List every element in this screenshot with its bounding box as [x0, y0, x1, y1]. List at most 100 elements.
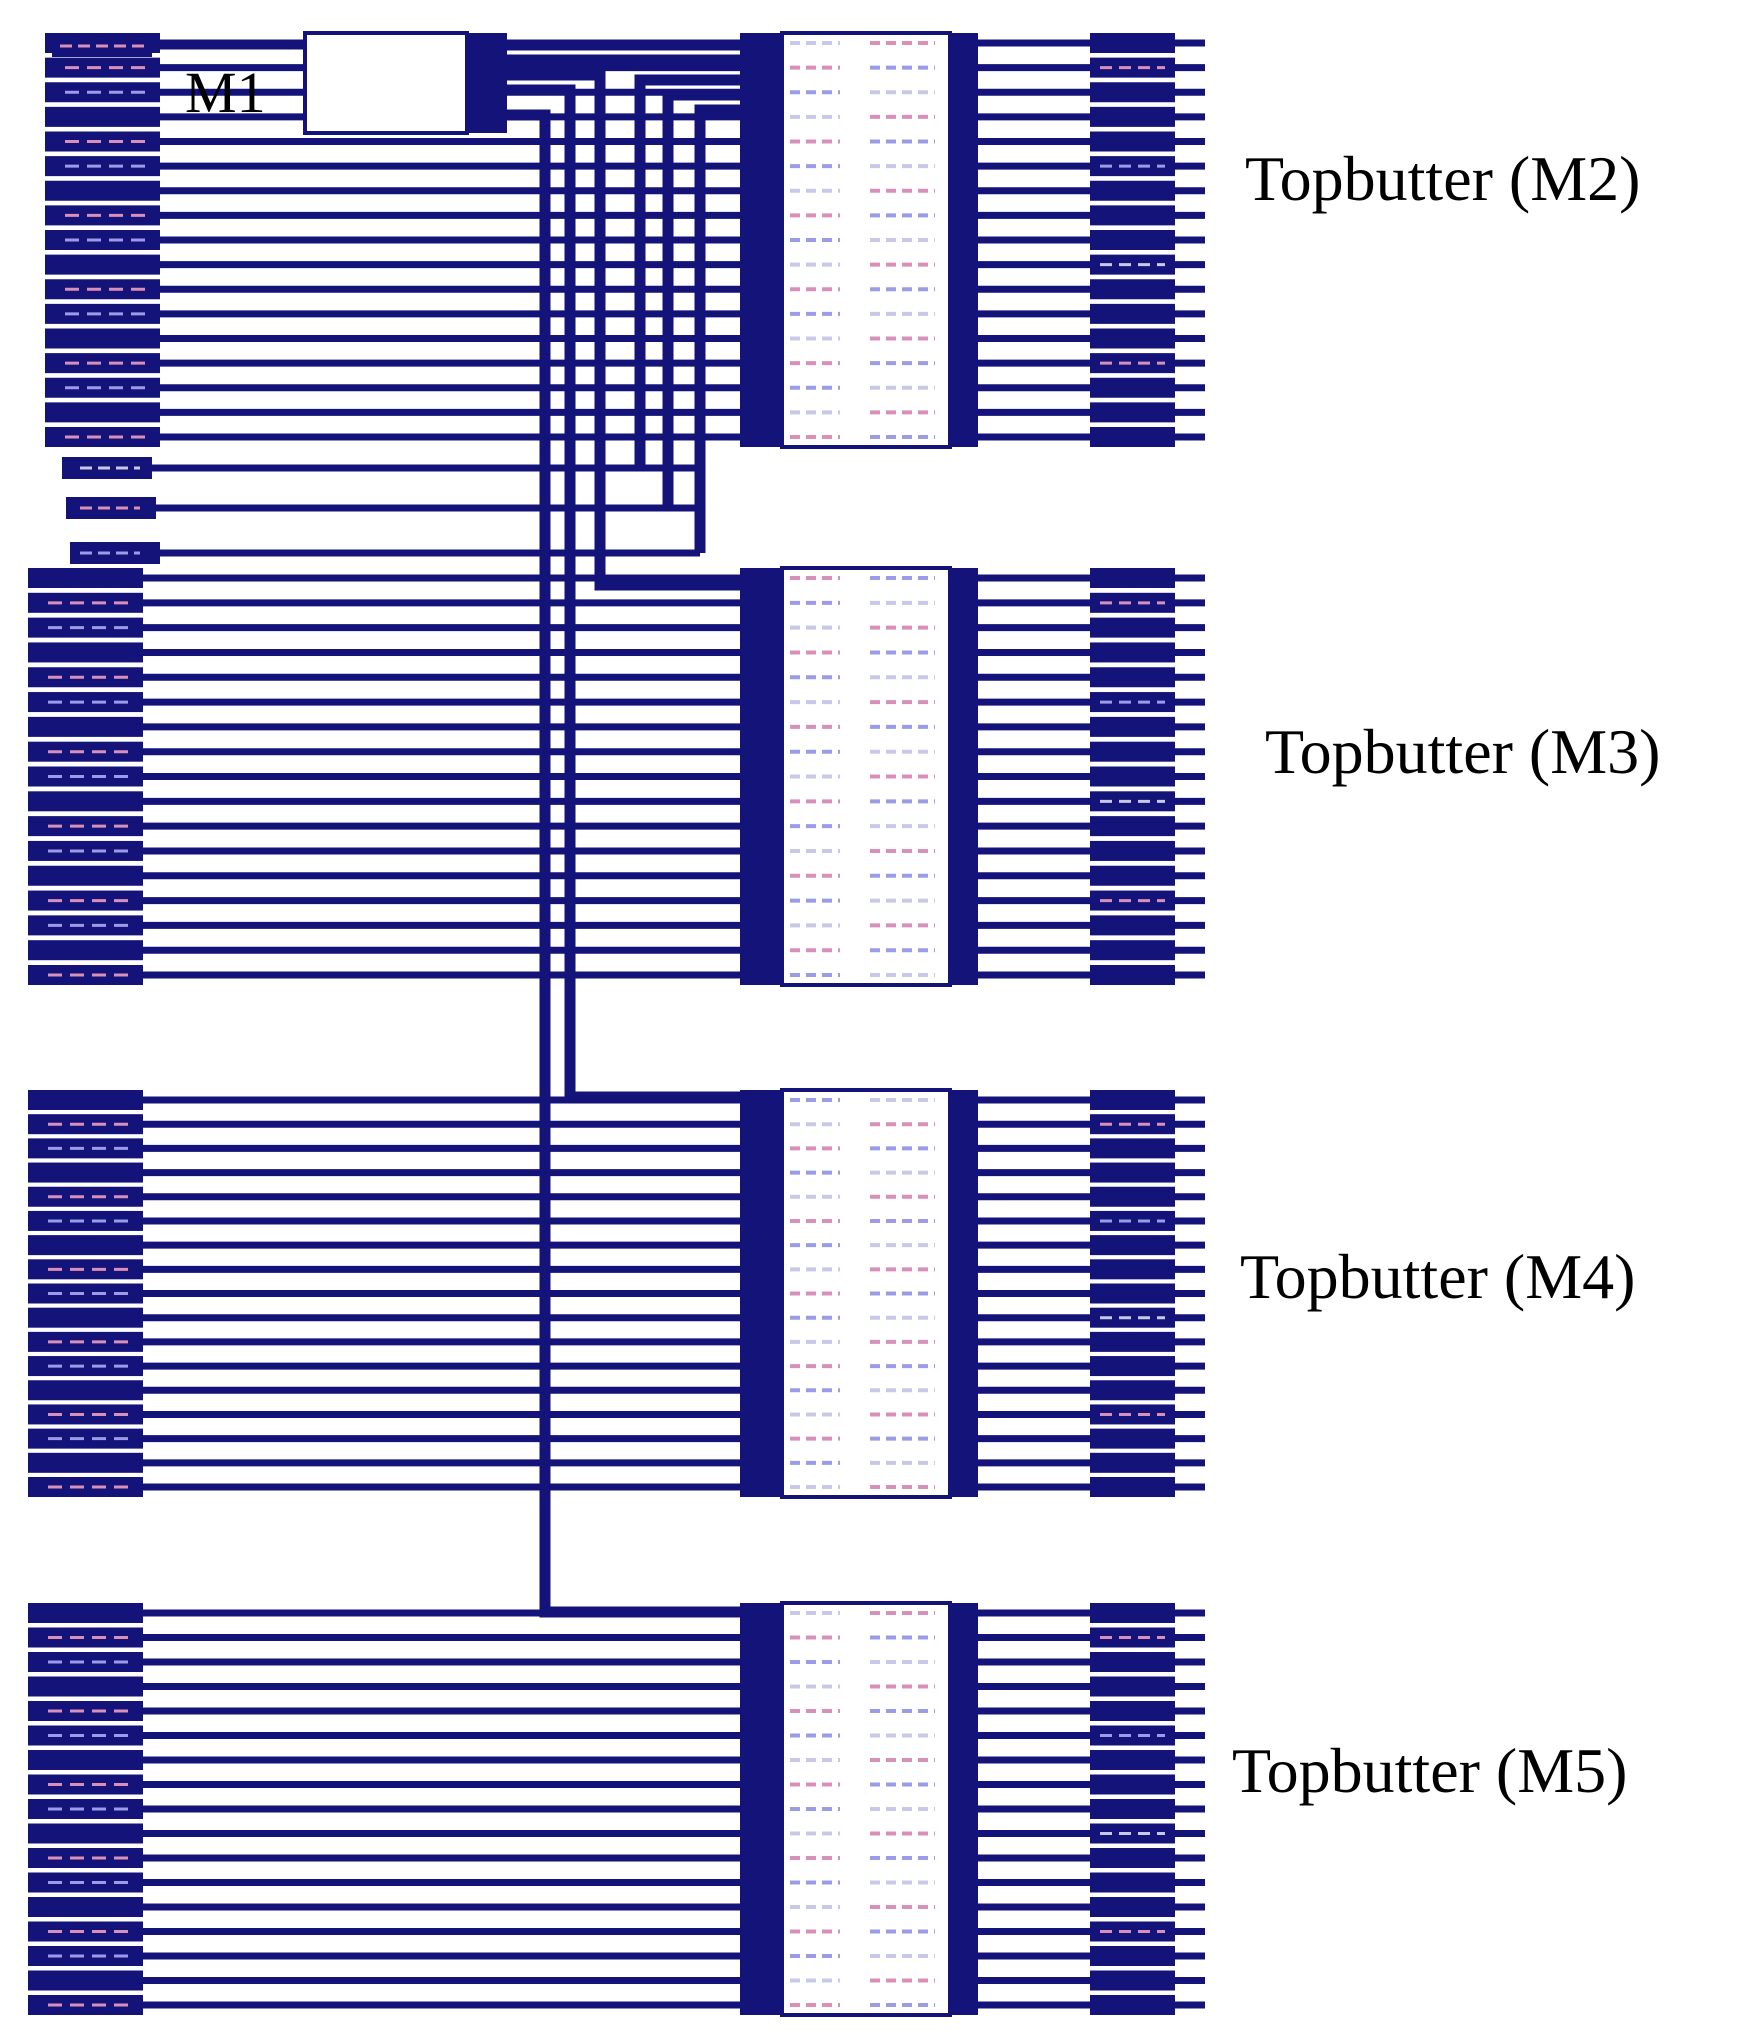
- m2-right-pin-pad: [1090, 82, 1175, 103]
- m5-left-pin-pad: [28, 1701, 143, 1721]
- m4-left-pin-pad: [28, 1162, 143, 1183]
- m4-left-pin-pad: [28, 1404, 143, 1425]
- stub-pin-pad: [66, 497, 156, 519]
- m5-right-pin-pad: [1090, 1897, 1175, 1917]
- m4-right-pin-pad: [1090, 1404, 1175, 1425]
- m5-left-pin-pad: [28, 1970, 143, 1991]
- m2-left-pin-pad: [45, 303, 160, 324]
- m4-right-pin-pad: [1090, 1428, 1175, 1449]
- m4-left-pin-pad: [28, 1477, 143, 1497]
- m5-right-pin-pad: [1090, 1750, 1175, 1770]
- m4-right-pin-pad: [1090, 1452, 1175, 1473]
- m4-left-pin-pad: [28, 1090, 143, 1110]
- m3-right-pin-pad: [1090, 965, 1175, 985]
- module-label-m3: Topbutter (M3): [1265, 716, 1660, 787]
- m3-right-connector: [950, 568, 978, 985]
- m4-left-pin-pad: [28, 1235, 143, 1256]
- m5-right-pin-pad: [1090, 1774, 1175, 1795]
- module-m1: M1: [185, 31, 469, 135]
- m3-left-pin-pad: [28, 716, 143, 737]
- m3-right-pin-pad: [1090, 741, 1175, 762]
- m3-left-pin-pad: [28, 667, 143, 688]
- m3-right-pin-pad: [1090, 642, 1175, 663]
- module-m1-label: M1: [185, 60, 266, 125]
- m3-left-pin-pad: [28, 965, 143, 985]
- bus-route: [507, 69, 740, 591]
- m4-left-pin-pad: [28, 1186, 143, 1207]
- m4-left-pin-pad: [28, 1259, 143, 1280]
- m2-left-pin-pad: [45, 230, 160, 250]
- m5-left-pin-pad: [28, 1774, 143, 1795]
- bus-route: [694, 104, 740, 553]
- m2-right-pin-pad: [1090, 303, 1175, 324]
- m4-left-pin-pad: [28, 1210, 143, 1231]
- m3-left-pin-pad: [28, 816, 143, 837]
- m5-right-connector: [950, 1603, 978, 2015]
- m5-left-pin-pad: [28, 1823, 143, 1844]
- module-blocks: [740, 31, 978, 2017]
- m2-right-pin-pad: [1090, 205, 1175, 226]
- m2-right-pin-pad: [1090, 230, 1175, 250]
- m2-right-pin-pad: [1090, 279, 1175, 300]
- m2-right-pin-pad: [1090, 180, 1175, 201]
- m4-left-pin-pad: [28, 1356, 143, 1377]
- bus-route: [634, 74, 740, 468]
- m2-right-pin-pad: [1090, 57, 1175, 78]
- m5-left-pin-pad: [28, 1921, 143, 1942]
- m4-right-pin-pad: [1090, 1186, 1175, 1207]
- m3-left-pin-pad: [28, 568, 143, 588]
- m5-right-pin-pad: [1090, 1652, 1175, 1672]
- m2-left-pin-pad: [45, 353, 160, 374]
- m2-right-pin-pad: [1090, 33, 1175, 53]
- m2-right-pin-pad: [1090, 131, 1175, 152]
- m3-left-pin-pad: [28, 592, 143, 613]
- m2-left-pin-pad: [45, 106, 160, 127]
- m3-right-pin-pad: [1090, 766, 1175, 787]
- m3-right-pin-pad: [1090, 692, 1175, 713]
- m4-left-pin-pad: [28, 1452, 143, 1473]
- m4-right-pin-pad: [1090, 1331, 1175, 1352]
- m4-left-pin-pad: [28, 1331, 143, 1352]
- m3-right-pin-pad: [1090, 915, 1175, 936]
- m3-right-pin-pad: [1090, 840, 1175, 861]
- m5-right-pin-pad: [1090, 1848, 1175, 1868]
- m3-right-pin-pad: [1090, 716, 1175, 737]
- m5-right-pin-pad: [1090, 1725, 1175, 1746]
- m2-left-pin-pad: [45, 377, 160, 398]
- m3-right-pin-pad: [1090, 568, 1175, 588]
- m3-right-pin-pad: [1090, 667, 1175, 688]
- module-label-m4: Topbutter (M4): [1240, 1241, 1635, 1312]
- m4-left-pin-pad: [28, 1380, 143, 1401]
- m5-left-pin-pad: [28, 1652, 143, 1672]
- m3-left-pin-pad: [28, 741, 143, 762]
- m3-right-pin-pad: [1090, 617, 1175, 638]
- m2-left-connector: [740, 33, 780, 447]
- m2-left-pin-pad: [45, 180, 160, 201]
- m3-right-pin-pad: [1090, 865, 1175, 886]
- m2-left-pin-pad: [45, 328, 160, 349]
- m4-right-pin-pad: [1090, 1138, 1175, 1159]
- wire-layer: [28, 33, 1205, 2015]
- m3-right-pin-pad: [1090, 940, 1175, 961]
- m5-right-pin-pad: [1090, 1946, 1175, 1966]
- m3-left-pin-pad: [28, 617, 143, 638]
- m4-right-pin-pad: [1090, 1210, 1175, 1231]
- m5-right-pin-pad: [1090, 1970, 1175, 1991]
- stub-pin-pad: [70, 542, 160, 564]
- m4-right-pin-pad: [1090, 1162, 1175, 1183]
- m5-right-pin-pad: [1090, 1823, 1175, 1844]
- bus-route: [507, 109, 740, 1618]
- m2-right-pin-pad: [1090, 353, 1175, 374]
- m5-right-pin-pad: [1090, 1627, 1175, 1648]
- m2-right-pin-pad: [1090, 427, 1175, 447]
- m3-left-pin-pad: [28, 865, 143, 886]
- m5-left-pin-pad: [28, 1750, 143, 1770]
- module-m1-body: [303, 31, 469, 135]
- m3-left-connector: [740, 568, 780, 985]
- m4-left-pin-pad: [28, 1283, 143, 1304]
- m4-right-pin-pad: [1090, 1307, 1175, 1328]
- m2-right-pin-pad: [1090, 328, 1175, 349]
- m3-right-pin-pad: [1090, 791, 1175, 812]
- m3-left-pin-pad: [28, 915, 143, 936]
- module-label-m5: Topbutter (M5): [1232, 1735, 1627, 1806]
